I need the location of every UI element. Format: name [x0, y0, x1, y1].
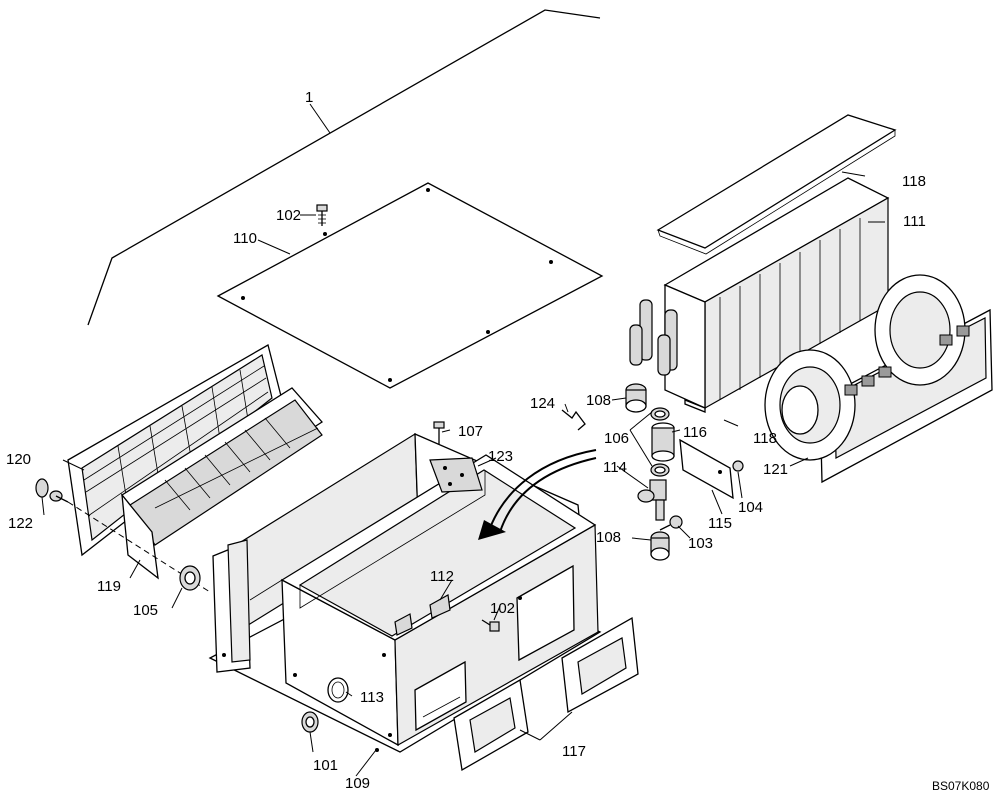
- label-106: 106: [604, 430, 629, 447]
- label-116: 116: [683, 424, 707, 441]
- label-111: 111: [903, 213, 926, 230]
- screw-102-top: [316, 204, 328, 226]
- hose-116: [651, 422, 675, 462]
- label-101: 101: [313, 757, 338, 774]
- heater-core-111: [629, 177, 890, 410]
- filter-element: [121, 387, 323, 580]
- bracket-115: [679, 438, 734, 500]
- drawing-code: BS07K080: [932, 779, 990, 793]
- wing-screw-122: [35, 478, 69, 503]
- hose-108-lower: [650, 531, 670, 561]
- label-123: 123: [488, 448, 513, 465]
- assembly-arrow: [478, 449, 597, 540]
- label-102-top: 102: [276, 207, 301, 224]
- label-102-lower: 102: [490, 600, 515, 617]
- label-114: 114: [603, 459, 627, 476]
- clamp-101: [301, 711, 319, 733]
- bracket-112: [394, 594, 451, 636]
- label-115: 115: [708, 515, 732, 532]
- label-120: 120: [6, 451, 31, 468]
- label-113: 113: [360, 689, 384, 706]
- screw-103: [659, 515, 683, 531]
- clip-124: [561, 409, 586, 431]
- clamp-106: [650, 407, 670, 477]
- top-cover-plate: [216, 182, 604, 389]
- label-103: 103: [688, 535, 713, 552]
- label-1: 1: [305, 89, 313, 106]
- label-118-lower: 118: [753, 430, 777, 447]
- insulation-pad-118-top: [656, 114, 897, 255]
- grommet-105: [179, 565, 201, 591]
- duct-frame-117-left: [453, 678, 529, 772]
- leader-lines: [41, 103, 885, 777]
- label-109: 109: [345, 775, 370, 792]
- label-124: 124: [530, 395, 555, 412]
- assembly-bracket-line: [87, 9, 601, 326]
- label-104: 104: [738, 499, 763, 516]
- screw-102-lower: [481, 619, 500, 632]
- label-108-upper: 108: [586, 392, 611, 409]
- label-118-top: 118: [902, 173, 926, 190]
- screw-107: [433, 421, 445, 444]
- label-121: 121: [763, 461, 788, 478]
- label-110: 110: [233, 230, 257, 247]
- label-107: 107: [458, 423, 483, 440]
- valve-114: [637, 479, 667, 521]
- label-112: 112: [430, 568, 454, 585]
- bracket-123: [429, 457, 483, 493]
- label-119: 119: [97, 578, 121, 595]
- blower-121: [764, 274, 993, 484]
- label-108-lower: 108: [596, 529, 621, 546]
- main-case: [208, 432, 602, 753]
- label-122: 122: [8, 515, 33, 532]
- duct-frame-117-right: [561, 616, 639, 714]
- insulation-strip-118-lower: [684, 399, 706, 413]
- nut-104: [732, 460, 744, 472]
- label-105: 105: [133, 602, 158, 619]
- hose-108-upper: [625, 383, 647, 413]
- label-117: 117: [562, 743, 586, 760]
